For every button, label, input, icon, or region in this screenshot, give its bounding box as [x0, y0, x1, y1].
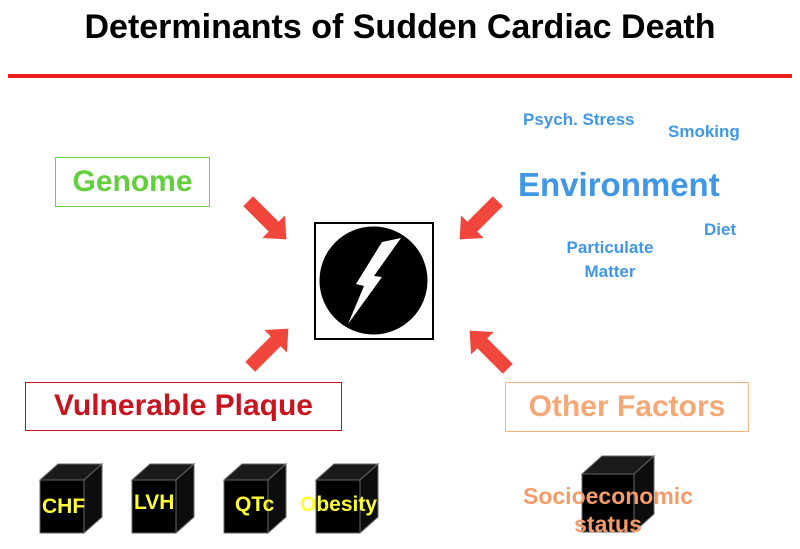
cube-socioeconomic-icon	[580, 454, 656, 534]
slide-title: Determinants of Sudden Cardiac Death	[84, 8, 716, 46]
arrow-environment	[459, 196, 503, 240]
vulnerable-plaque-box: Vulnerable Plaque	[25, 382, 342, 431]
env-factor-particulate: Particulate	[566, 238, 654, 257]
cube-chf-icon	[38, 462, 104, 534]
other-factors-box: Other Factors	[505, 382, 749, 432]
arrow-plaque	[245, 328, 289, 372]
cube-qtc-icon	[222, 462, 288, 534]
socio-line-1: Socioeconomic	[523, 483, 693, 509]
genome-box: Genome	[55, 157, 210, 207]
socioeconomic-status-label: Socioeconomic status	[500, 482, 716, 538]
cube-obesity-icon	[314, 462, 380, 534]
arrow-other	[469, 330, 513, 374]
cube-label-lvh: LVH	[134, 491, 175, 514]
arrow-genome	[243, 196, 287, 240]
cube-lvh-icon	[130, 462, 196, 534]
socio-line-2: status	[574, 511, 642, 537]
env-factor-diet: Diet	[704, 220, 737, 239]
cube-label-obesity: Obesity	[300, 493, 378, 516]
env-factor-psych-stress: Psych. Stress	[523, 110, 635, 129]
cube-label-qtc: QTc	[235, 493, 275, 516]
environment-label: Environment	[518, 166, 720, 203]
env-factor-matter: Matter	[584, 262, 636, 281]
sudden-death-symbol	[314, 222, 434, 340]
lightning-circle-icon	[319, 226, 428, 335]
env-factor-smoking: Smoking	[668, 122, 740, 141]
cube-label-chf: CHF	[42, 495, 86, 518]
title-divider	[8, 74, 792, 78]
